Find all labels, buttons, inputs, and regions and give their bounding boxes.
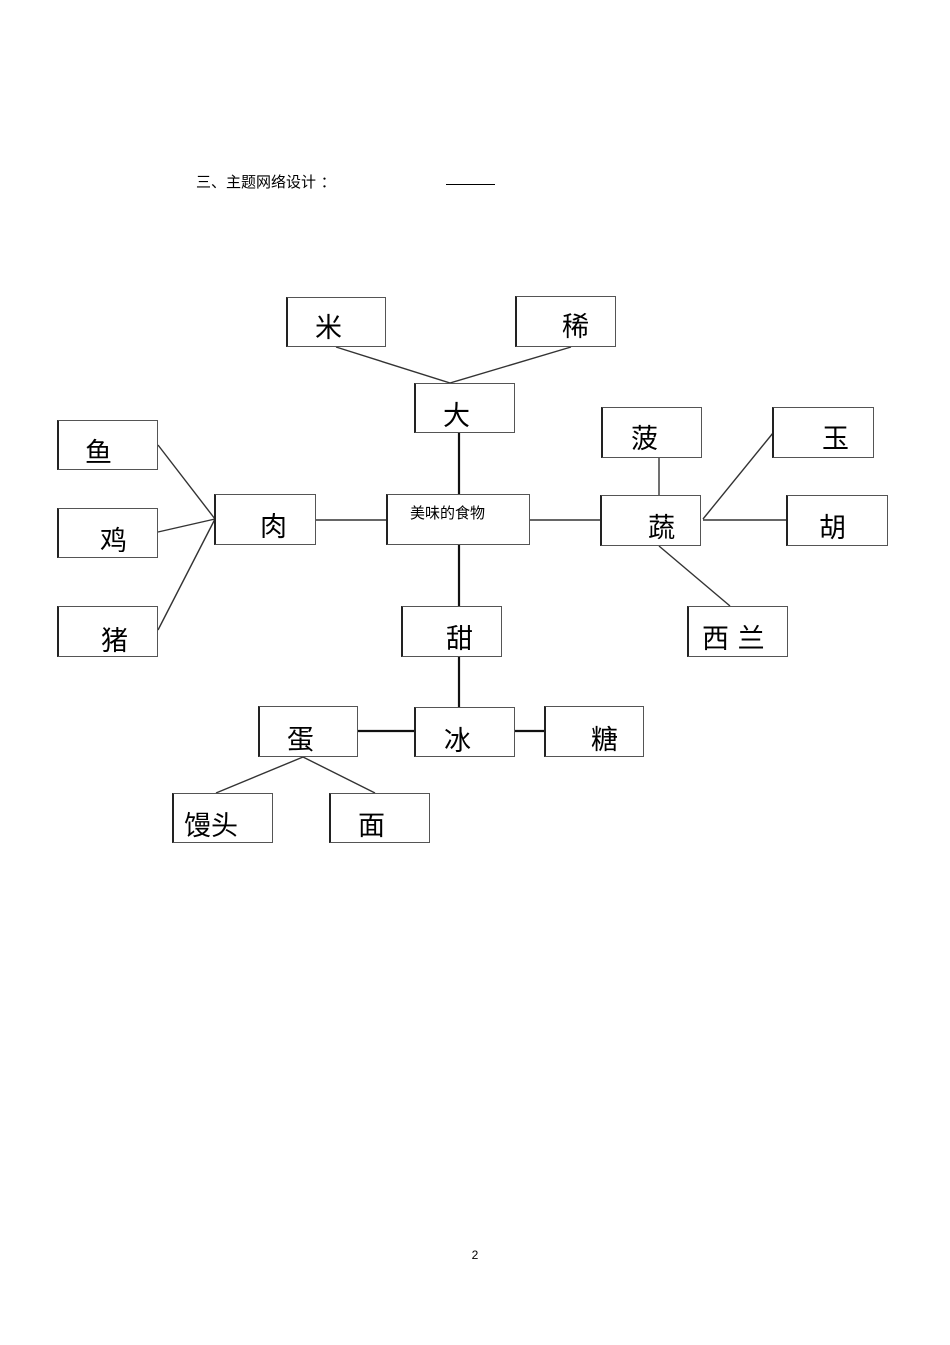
edge-yu2-shu [702,432,774,520]
node-bing: 冰 [414,707,515,757]
node-shu: 蔬 [600,495,701,546]
node-da: 大 [414,383,515,433]
node-rou: 肉 [214,494,316,545]
node-dan-label: 蛋 [287,725,314,756]
edge-mi-da [335,346,451,384]
node-shu-label: 蔬 [648,513,675,544]
node-rou-label: 肉 [260,512,287,543]
edge-dan-mantou [215,756,304,794]
node-yu2: 玉 [772,407,874,458]
node-yu: 鱼 [57,420,158,470]
node-xi-label: 稀 [562,312,589,343]
node-tang: 糖 [544,706,644,757]
node-zhu-label: 猪 [101,626,128,657]
node-tian: 甜 [401,606,502,657]
node-tian-label: 甜 [446,624,473,655]
node-bo: 菠 [601,407,702,458]
node-xilan-label: 西 兰 [702,624,765,655]
heading-blank-line [446,184,495,185]
node-mantou-label: 馒头 [184,811,238,842]
edge-yu-rou [157,444,216,520]
node-zhu: 猪 [57,606,158,657]
node-hu-label: 胡 [819,513,846,544]
node-mian: 面 [329,793,430,843]
node-xi: 稀 [515,296,616,347]
node-center: 美味的食物 [386,494,530,545]
node-mian-label: 面 [358,811,385,842]
edge-ji-rou [157,518,216,533]
node-bing-label: 冰 [444,726,471,757]
node-mi-label: 米 [315,313,342,344]
node-ji-label: 鸡 [100,526,127,557]
node-dan: 蛋 [258,706,358,757]
node-yu2-label: 玉 [822,424,849,455]
node-da-label: 大 [443,401,470,432]
section-heading: 三、主题网络设计 ： [196,173,336,191]
edge-xilan-shu [658,545,731,607]
node-yu-label: 鱼 [85,438,112,469]
node-bo-label: 菠 [631,424,658,455]
page-number: 2 [471,1248,479,1262]
edge-zhu-rou [157,518,216,631]
node-hu: 胡 [786,495,888,546]
node-tang-label: 糖 [591,725,618,756]
node-ji: 鸡 [57,508,158,558]
node-mantou: 馒头 [172,793,273,843]
node-mi: 米 [286,297,386,347]
node-center-label: 美味的食物 [410,504,486,522]
edge-dan-mian [302,756,376,794]
node-xilan: 西 兰 [687,606,788,657]
edge-xi-da [449,346,572,384]
